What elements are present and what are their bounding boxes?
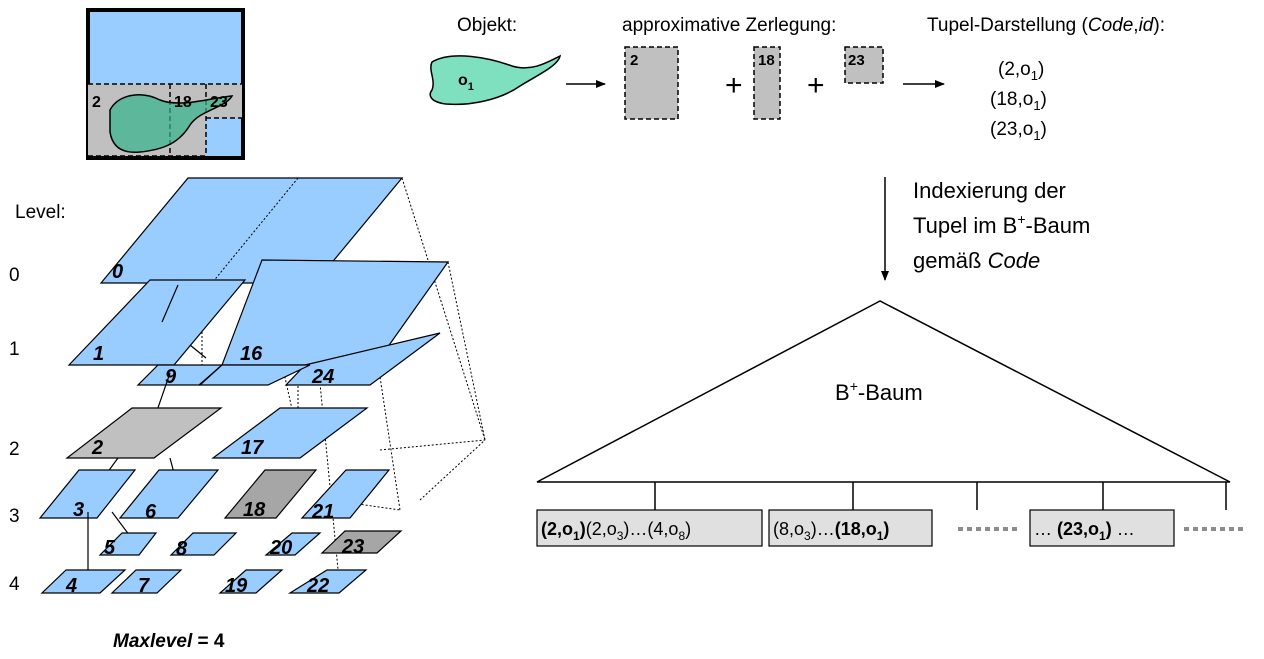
- cell-2: [65, 407, 223, 459]
- cell-5-label: 5: [104, 537, 116, 559]
- decomp-cell-2: [624, 46, 679, 120]
- cell-1-label: 1: [93, 343, 104, 365]
- cell-4-label: 4: [65, 575, 77, 597]
- thumb-cell-2: 2: [92, 94, 101, 111]
- leaf-text-part: (18,o: [835, 519, 877, 539]
- cell-9: [136, 364, 224, 386]
- cell-19: [218, 569, 284, 594]
- cell-6: [118, 469, 220, 519]
- tuple-23: (23,o1): [990, 119, 1047, 143]
- tuple-18: (18,o1): [990, 89, 1047, 113]
- cell-2-label: 2: [91, 437, 103, 459]
- level-labels: Level: 0 1 2 3 4: [9, 202, 66, 595]
- thumb-cell-18: 18: [174, 94, 192, 111]
- leaf-text-part: ): [580, 519, 586, 539]
- leaf-text-part: (2,o: [586, 519, 617, 539]
- level-2: 2: [9, 439, 20, 460]
- cell-19-label: 19: [225, 575, 248, 597]
- level-3: 3: [9, 506, 20, 527]
- cell-23-label: 23: [341, 536, 364, 558]
- cell-3-label: 3: [73, 499, 84, 521]
- zerlegung-label: approximative Zerlegung:: [622, 15, 836, 36]
- cell-20-label: 20: [269, 537, 292, 559]
- cell-3: [38, 469, 137, 519]
- decomp-cell-23-label: 23: [848, 52, 865, 69]
- leaf-node-1-text: (2,o1)(2,o3)…(4,o8): [541, 519, 691, 543]
- bplus-tree-label: B+-Baum: [835, 378, 923, 405]
- cell-8: [169, 532, 238, 556]
- object-shape-thumbnail: [109, 94, 234, 153]
- leaf-text-part: (8,o: [773, 519, 804, 539]
- cell-7: [110, 569, 183, 594]
- object-o1-label: o1: [458, 72, 474, 93]
- leaf-text-part: (2,o: [541, 519, 573, 539]
- thumb-cell-23: 23: [210, 94, 228, 111]
- leaf-text-part: …: [1112, 519, 1135, 539]
- decomp-cell-23: [844, 46, 884, 84]
- cell-18-label: 18: [243, 499, 266, 521]
- maxlevel-caption: Maxlevel = 4: [113, 631, 225, 652]
- cell-17-label: 17: [241, 437, 264, 459]
- indexing-note-line1: Indexierung der: [913, 178, 1066, 203]
- level-1: 1: [9, 339, 20, 360]
- leaf-text-part: 1: [877, 529, 884, 543]
- leaf-text-part: ): [1106, 519, 1112, 539]
- tree-connectors: [654, 482, 1227, 510]
- leaf-text-part: 3: [617, 529, 624, 543]
- leaf-node-2: [768, 509, 933, 547]
- cell-7-label: 7: [138, 575, 150, 597]
- leaf-text-part: (23,o: [1057, 519, 1099, 539]
- leaf-text-part: 1: [1099, 529, 1106, 543]
- leaf-text-part: 3: [804, 529, 811, 543]
- leaf-text-part: 8: [678, 529, 685, 543]
- cell-20: [264, 532, 322, 556]
- tuple-2: (2,o1): [998, 59, 1044, 83]
- cell-23: [320, 530, 403, 554]
- plus-sign-1: +: [725, 69, 743, 102]
- cell-9-right: [198, 364, 311, 386]
- cell-21-label: 21: [311, 501, 334, 523]
- leaf-node-2-text: (8,o3)…(18,o1): [773, 519, 889, 543]
- cell-9-label: 9: [165, 366, 177, 388]
- cell-5: [98, 532, 158, 556]
- tupel-label: Tupel-Darstellung (Code,id):: [927, 15, 1165, 36]
- indexing-note-line3: gemäß Code: [913, 248, 1040, 273]
- cell-8-label: 8: [176, 538, 188, 560]
- cell-16-label: 16: [240, 343, 263, 365]
- cell-6-label: 6: [145, 501, 157, 523]
- leaf-text-part: )…: [811, 519, 835, 539]
- leaf-node-1: [536, 509, 763, 547]
- leaf-text-part: )…(4,o: [623, 519, 678, 539]
- level-4: 4: [9, 574, 20, 595]
- level-0: 0: [9, 265, 20, 286]
- cell-17: [211, 407, 369, 459]
- leaf-text-part: ): [685, 519, 691, 539]
- leaf-text-part: …: [1034, 519, 1057, 539]
- decomp-cell-18: [753, 46, 781, 120]
- bplus-tree-triangle: [536, 300, 1231, 483]
- indexing-note-line2: Tupel im B+-Baum: [913, 211, 1090, 238]
- cell-4: [40, 569, 127, 594]
- cell-22-label: 22: [306, 575, 329, 597]
- object-o1-shape: [429, 54, 562, 106]
- objekt-label: Objekt:: [457, 15, 517, 36]
- leaf-node-3: [1029, 509, 1175, 547]
- decomp-cell-18-label: 18: [758, 52, 775, 69]
- leaf-text-part: 1: [573, 529, 580, 543]
- leaf-text-part: ): [883, 519, 889, 539]
- cell-24: [284, 332, 441, 386]
- cell-18: [223, 469, 318, 519]
- cell-24-label: 24: [311, 366, 334, 388]
- level-title: Level:: [15, 202, 66, 223]
- leaf-node-3-text: … (23,o1) …: [1034, 519, 1135, 543]
- cell-22: [287, 569, 368, 594]
- plus-sign-2: +: [807, 69, 825, 102]
- cell-0-label: 0: [112, 261, 123, 283]
- decomp-cell-2-label: 2: [630, 52, 638, 69]
- grid-thumbnail: 2 18 23: [86, 8, 245, 160]
- cell-21: [300, 469, 391, 519]
